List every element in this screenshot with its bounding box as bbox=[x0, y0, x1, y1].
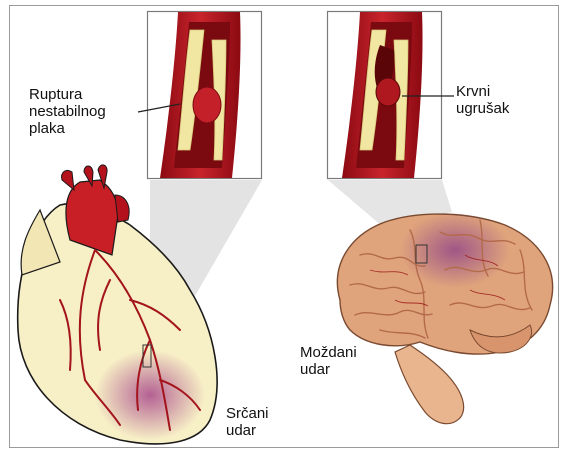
label-plaque-rupture: Ruptura nestabilnog plaka bbox=[29, 86, 106, 137]
label-stroke: Moždani udar bbox=[300, 344, 357, 378]
artery-clot-inset bbox=[328, 12, 455, 179]
brain-illustration bbox=[337, 212, 552, 424]
artery-plaque-inset bbox=[138, 12, 262, 179]
label-heart-attack: Srčani udar bbox=[226, 405, 269, 439]
label-blood-clot: Krvni ugrušak bbox=[456, 83, 509, 117]
